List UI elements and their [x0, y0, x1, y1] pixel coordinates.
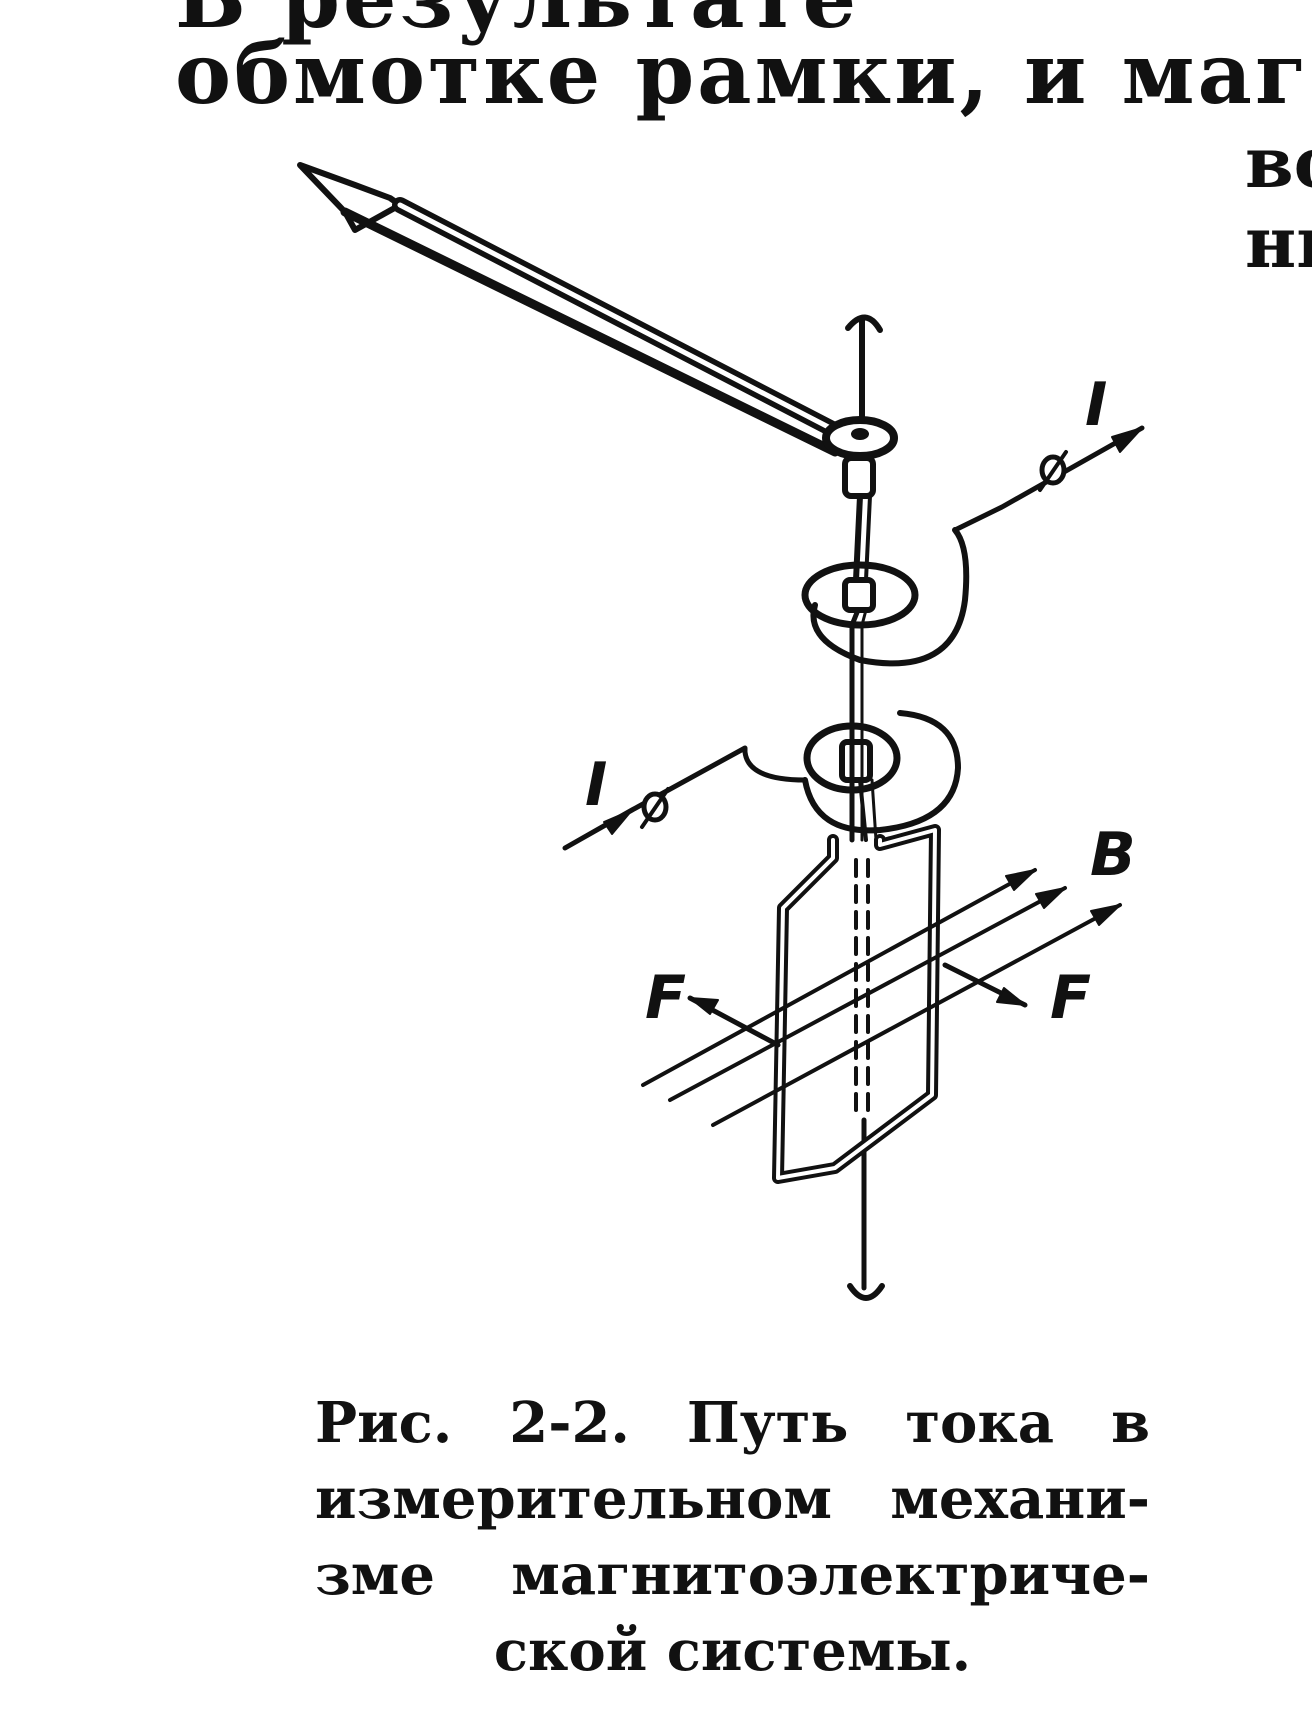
- caption-word: тока: [905, 1390, 1055, 1456]
- body-text-fragment: во: [1245, 121, 1312, 204]
- label-current-top: I: [1085, 370, 1107, 440]
- caption-word: Путь: [686, 1390, 849, 1456]
- lower-spiral-spring: [562, 710, 961, 851]
- magnetic-field-lines: [641, 868, 1122, 1127]
- label-current-bottom: I: [585, 750, 607, 820]
- frame-leads: [849, 607, 878, 843]
- figure-caption: Рис. 2-2. Путь тока в измерительном меха…: [315, 1385, 1150, 1689]
- label-force-left: F: [645, 963, 686, 1033]
- label-induction-b: B: [1090, 820, 1136, 890]
- caption-line-4: ской системы.: [493, 1618, 972, 1684]
- body-text-line: обмотке рамки, и магнитно: [175, 24, 1312, 123]
- caption-word: магнитоэлектриче-: [511, 1542, 1150, 1608]
- label-force-right: F: [1050, 963, 1091, 1033]
- caption-word: измерительном: [315, 1466, 833, 1532]
- caption-word: 2-2.: [509, 1390, 630, 1456]
- current-terminals: [640, 450, 1068, 829]
- caption-word: Рис.: [315, 1390, 453, 1456]
- pointer-hub: [822, 416, 898, 499]
- pointer-needle: [297, 162, 846, 457]
- caption-word: механи-: [890, 1466, 1150, 1532]
- caption-word: зме: [315, 1542, 436, 1608]
- upper-spiral-spring: [801, 425, 1145, 667]
- caption-word: в: [1111, 1390, 1150, 1456]
- arrowheads: [603, 427, 1143, 1015]
- caption-line-3: зме магнитоэлектриче-: [315, 1537, 1150, 1613]
- coil-frame: [772, 824, 941, 1184]
- body-text-line-cut: В результате: [175, 0, 859, 40]
- caption-line-1: Рис. 2-2. Путь тока в: [315, 1385, 1150, 1461]
- caption-line-2: измерительном механи-: [315, 1461, 1150, 1537]
- body-text-fragment: нı: [1245, 201, 1312, 284]
